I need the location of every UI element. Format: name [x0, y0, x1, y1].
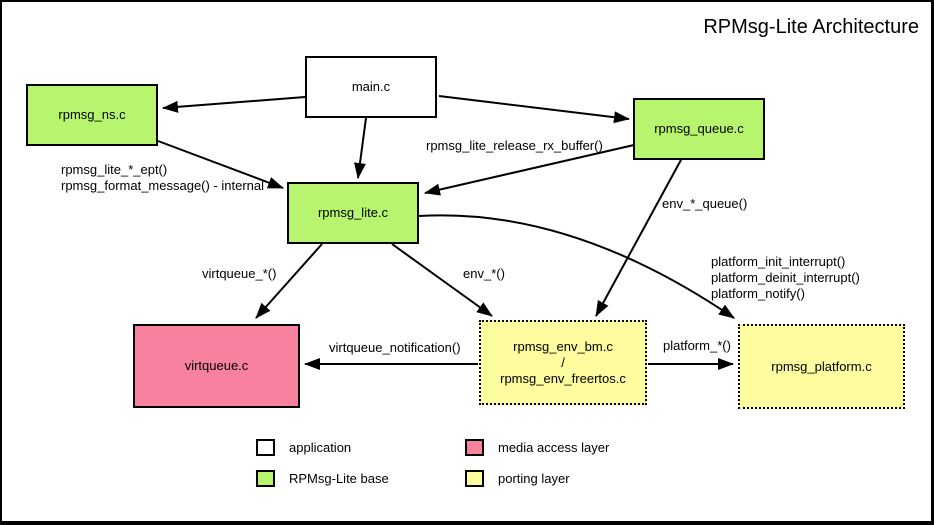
edge-rpmsg-queue-to-rpmsg-lite [424, 144, 635, 196]
release-rx-buffer-label: rpmsg_lite_release_rx_buffer() [426, 138, 603, 154]
edge-label-line: env_*() [463, 266, 505, 281]
node-rpmsg-platform: rpmsg_platform.c [738, 324, 905, 409]
node-rpmsg-lite: rpmsg_lite.c [287, 182, 419, 244]
node-label: rpmsg_env_freertos.c [500, 370, 626, 386]
node-label: rpmsg_env_bm.c [513, 338, 613, 354]
legend-label-application: application [289, 440, 352, 455]
node-rpmsg-ns: rpmsg_ns.c [26, 84, 158, 146]
edge-rpmsg-lite-to-rpmsg-env [391, 243, 493, 317]
edge-label-line: platform_init_interrupt() [711, 254, 846, 269]
edge-label-line: virtqueue_*() [202, 266, 277, 281]
node-label: main.c [351, 79, 391, 94]
platform-interrupt-label: platform_init_interrupt()platform_deinit… [711, 254, 860, 302]
edge-rpmsg-ns-to-rpmsg-lite [157, 140, 284, 189]
edge-rpmsg-queue-to-rpmsg-env [595, 157, 683, 317]
edge-main-to-rpmsg-ns [162, 96, 306, 113]
legend-swatch-media [465, 439, 484, 456]
ept-label: rpmsg_lite_*_ept()rpmsg_format_message()… [61, 162, 264, 194]
edge-main-to-rpmsg-lite [354, 117, 367, 179]
edge-label-line: platform_notify() [711, 286, 805, 301]
edge-label-line: env_*_queue() [662, 196, 748, 211]
node-label: rpmsg_lite.c [317, 205, 389, 220]
env-queue-label: env_*_queue() [662, 196, 747, 212]
legend-swatch-porting [465, 470, 484, 487]
edge-label-line: platform_deinit_interrupt() [711, 270, 860, 285]
node-label: virtqueue.c [184, 358, 249, 373]
legend-label-media: media access layer [498, 440, 610, 455]
node-main: main.c [305, 56, 437, 118]
edge-rpmsg-lite-to-virtqueue [255, 243, 323, 319]
node-label: rpmsg_platform.c [771, 358, 872, 374]
edge-main-to-rpmsg-queue [438, 95, 630, 124]
env-fn-label: env_*() [463, 266, 505, 282]
legend-swatch-application [256, 439, 275, 456]
node-rpmsg-queue: rpmsg_queue.c [633, 98, 765, 160]
legend-swatch-base [256, 470, 275, 487]
node-rpmsg-env: rpmsg_env_bm.c/rpmsg_env_freertos.c [479, 320, 647, 405]
legend-label-base: RPMsg-Lite base [289, 471, 389, 486]
page-title: RPMsg-Lite Architecture [703, 16, 919, 38]
node-virtqueue: virtqueue.c [133, 324, 300, 408]
platform-fn-label: platform_*() [663, 338, 731, 354]
node-label: rpmsg_ns.c [58, 107, 126, 122]
edge-rpmsg-lite-to-rpmsg-platform [418, 214, 735, 319]
node-label: / [561, 354, 565, 370]
virtqueue-fn-label: virtqueue_*() [202, 266, 276, 282]
edge-label-line: rpmsg_lite_*_ept() [61, 162, 168, 177]
edge-label-line: rpmsg_format_message() - internal [61, 178, 265, 193]
edge-label-line: platform_*() [663, 338, 731, 353]
edge-label-line: rpmsg_lite_release_rx_buffer() [426, 138, 603, 153]
legend-label-porting: porting layer [498, 471, 570, 486]
node-label: rpmsg_queue.c [654, 121, 744, 136]
edge-label-line: virtqueue_notification() [329, 340, 461, 355]
virtqueue-notification-label: virtqueue_notification() [329, 340, 461, 356]
